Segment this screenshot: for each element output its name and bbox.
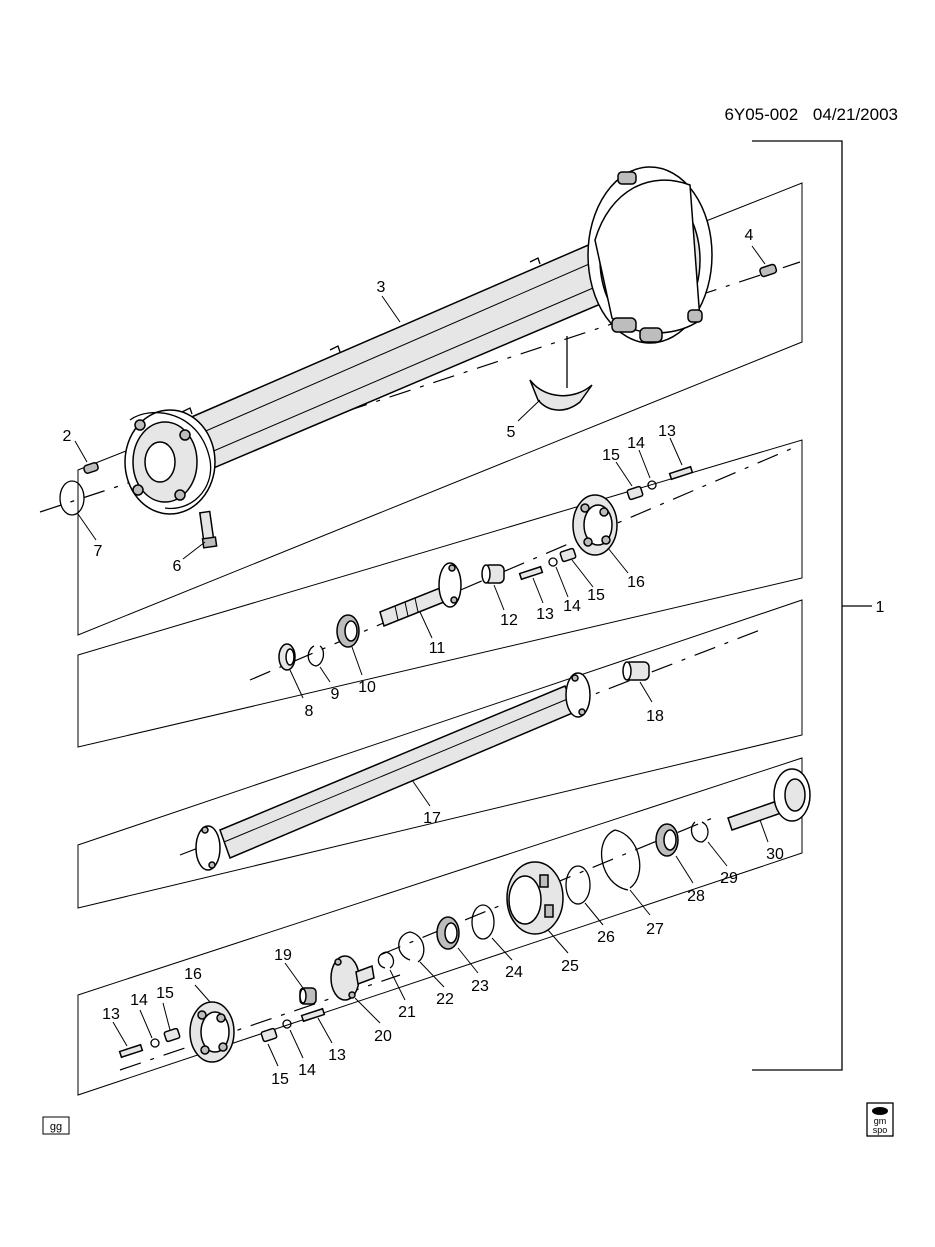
- callout-labels: 1 2 3 4 5 6 7 8 9 10 11 12 13 14 15 16 1…: [63, 227, 885, 1088]
- nut-19: [299, 987, 317, 1005]
- callout-14-mid: 14: [563, 598, 581, 615]
- callout-7: 7: [94, 543, 103, 560]
- footer-stamp-right-top: gm: [874, 1116, 887, 1126]
- callout-20: 20: [374, 1028, 392, 1045]
- callout-21: 21: [398, 1004, 416, 1021]
- callout-13-mid: 13: [536, 606, 554, 623]
- bushing-12: [481, 564, 505, 584]
- snap-ring-27: [600, 829, 641, 891]
- callout-29: 29: [720, 870, 738, 887]
- o-ring-26: [565, 865, 591, 905]
- callout-14-upper: 14: [627, 435, 645, 452]
- flange-yoke-20: [330, 955, 375, 1001]
- o-ring-24: [471, 904, 495, 940]
- bolt-13-upper: [668, 465, 694, 481]
- callout-3: 3: [377, 279, 386, 296]
- leader-lines: [74, 245, 769, 1067]
- callout-11: 11: [429, 640, 446, 657]
- callout-12: 12: [500, 612, 518, 629]
- bearing-half-5: [529, 336, 593, 411]
- washer-14-right: [282, 1019, 292, 1029]
- diagram-date: 04/21/2003: [813, 105, 898, 124]
- callout-14-lower-right: 14: [298, 1062, 316, 1079]
- panel-3: [77, 599, 803, 909]
- callout-27: 27: [646, 921, 664, 938]
- bearing-10: [336, 614, 360, 648]
- pin-2: [83, 462, 99, 474]
- bolt-13-right: [300, 1007, 326, 1023]
- callout-25: 25: [561, 958, 579, 975]
- assembly-bracket: [752, 140, 872, 1071]
- diagram-code: 6Y05-002: [724, 105, 798, 124]
- sleeve-15-right: [260, 1027, 278, 1043]
- propeller-shaft-tube: [179, 238, 611, 480]
- callout-18: 18: [646, 708, 664, 725]
- panel-2: [77, 439, 803, 748]
- rear-housing: [587, 166, 713, 344]
- callout-23: 23: [471, 978, 489, 995]
- callout-15-upper: 15: [602, 447, 620, 464]
- callout-10: 10: [358, 679, 376, 696]
- panel-4: [77, 757, 803, 1096]
- footer-stamp-right-bottom: spo: [873, 1125, 888, 1135]
- footer-stamp-right: gm spo: [866, 1102, 894, 1137]
- sleeve-15-left: [163, 1027, 181, 1043]
- callout-15-mid: 15: [587, 587, 605, 604]
- sleeve-15-upper: [626, 485, 644, 501]
- snap-ring-21: [377, 951, 395, 969]
- bearing-28: [655, 823, 679, 857]
- snap-ring-9: [307, 645, 325, 667]
- intermediate-shaft-17: [195, 672, 591, 871]
- bolt-6: [198, 510, 218, 549]
- callout-2: 2: [63, 428, 72, 445]
- sleeve-15-lower: [559, 547, 577, 563]
- callout-1: 1: [876, 599, 885, 616]
- washer-14-lower: [548, 557, 558, 567]
- footer-stamp-left: gg: [42, 1116, 70, 1135]
- bearing-23: [436, 916, 460, 950]
- center-lines: [39, 261, 801, 1071]
- callout-13-lower-right: 13: [328, 1047, 346, 1064]
- callout-16-lower: 16: [184, 966, 202, 983]
- o-ring-7: [59, 480, 85, 516]
- flex-coupling-16-lower: [189, 1001, 235, 1063]
- callout-30: 30: [766, 846, 784, 863]
- footer-stamp-left-text: gg: [50, 1121, 62, 1133]
- callout-28: 28: [687, 888, 705, 905]
- callout-5: 5: [507, 424, 516, 441]
- callout-15-lower-right: 15: [271, 1071, 289, 1088]
- callout-6: 6: [173, 558, 182, 575]
- callout-17: 17: [423, 810, 441, 827]
- bolt-13-left: [118, 1043, 144, 1059]
- callout-24: 24: [505, 964, 523, 981]
- callout-19: 19: [274, 947, 292, 964]
- callout-16-upper: 16: [627, 574, 645, 591]
- callout-8: 8: [305, 703, 314, 720]
- splined-shaft-11: [379, 562, 462, 628]
- bushing-18: [622, 661, 650, 681]
- bearing-housing-25: [506, 861, 564, 935]
- snap-ring-29: [690, 821, 709, 843]
- flex-coupling-16-upper: [572, 494, 618, 556]
- callout-13-upper: 13: [658, 423, 676, 440]
- seal-8: [278, 643, 296, 671]
- front-flange-housing: [124, 409, 216, 515]
- washer-14-upper: [647, 480, 657, 490]
- callout-9: 9: [331, 686, 340, 703]
- callout-15-lower-left: 15: [156, 985, 174, 1002]
- pin-4: [759, 263, 778, 278]
- callout-26: 26: [597, 929, 615, 946]
- callout-22: 22: [436, 991, 454, 1008]
- snap-ring-22: [398, 931, 425, 963]
- diagram-header: 6Y05-002 04/21/2003: [724, 105, 898, 124]
- callout-13-lower-left: 13: [102, 1006, 120, 1023]
- stub-shaft-30: [727, 768, 811, 831]
- callout-14-lower-left: 14: [130, 992, 148, 1009]
- bolt-13-lower: [518, 565, 544, 581]
- washer-14-left: [150, 1038, 160, 1048]
- callout-4: 4: [745, 227, 754, 244]
